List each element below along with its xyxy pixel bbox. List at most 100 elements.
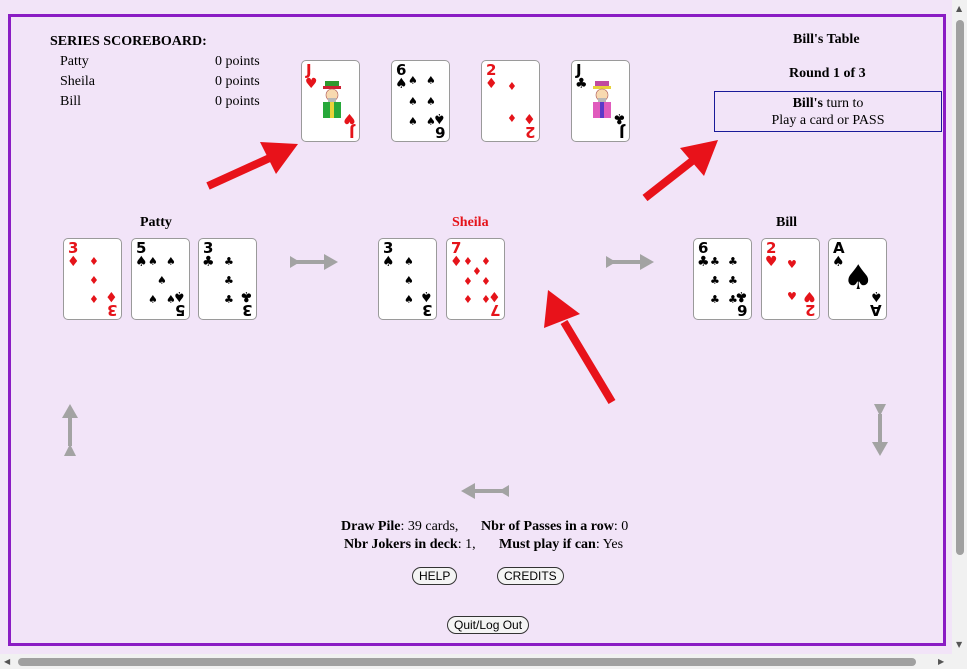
bill-card-2: 2 ♥ ♥ ♥ 2 ♥ [761,238,820,320]
club-icon: ♣ [728,293,738,306]
diamond-icon: ♦ [485,76,498,92]
card-rank-bottom: 6 [736,301,747,319]
club-icon: ♣ [224,293,234,306]
diamond-icon: ♦ [463,293,473,306]
heart-icon: ♥ [343,110,356,126]
card-rank: J [306,61,312,79]
club-icon: ♣ [697,254,710,270]
direction-arrow-up [62,404,78,456]
round-indicator: Round 1 of 3 [789,66,866,81]
played-card-1: J ♥ J ♥ [301,60,360,142]
card-rank-bottom: 3 [106,301,117,319]
quit-logout-button[interactable]: Quit/Log Out [447,616,530,634]
score-points-patty: 0 points [215,54,260,69]
card-rank: 2 [766,239,777,257]
score-name-sheila: Sheila [60,74,95,89]
must-play-status: Must play if can: Yes [499,537,623,553]
card-rank-bottom: 5 [174,301,185,319]
sheila-card-1[interactable]: 3 ♠ ♠ ♠ ♠ 3 ♠ [378,238,437,320]
spade-icon: ♠ [173,288,186,304]
card-rank-bottom: 3 [421,301,432,319]
card-rank: 3 [68,239,79,257]
spade-icon: ♠ [832,254,845,270]
must-play-value: : Yes [595,537,624,552]
diamond-icon: ♦ [463,255,473,268]
card-rank: 6 [698,239,709,257]
diamond-icon: ♦ [472,265,482,278]
vertical-scroll-thumb[interactable] [956,20,964,555]
spade-icon: ♠ [395,76,408,92]
jack-face-icon [593,81,611,118]
club-icon: ♣ [240,288,253,304]
patty-card-2: 5 ♠ ♠ ♠ ♠ ♠ ♠ 5 ♠ [131,238,190,320]
game-frame [8,14,946,646]
card-rank-bottom: J [619,123,625,141]
spade-icon: ♠ [870,288,883,304]
score-points-bill: 0 points [215,94,260,109]
draw-pile-status: Draw Pile: 39 cards, [341,519,458,535]
club-icon: ♣ [735,288,748,304]
help-button[interactable]: HELP [412,567,458,585]
heart-icon: ♥ [305,76,318,92]
club-icon: ♣ [224,274,234,287]
card-rank-bottom: 2 [524,123,535,141]
table-title: Bill's Table [793,32,860,47]
vertical-scrollbar[interactable]: ▲ ▼ [952,0,967,654]
heart-icon: ♥ [787,290,797,303]
club-icon: ♣ [728,255,738,268]
credits-button[interactable]: CREDITS [497,567,564,585]
spade-icon: ♠ [426,74,436,87]
score-points-sheila: 0 points [215,74,260,89]
heart-icon: ♥ [765,254,778,270]
scroll-right-icon[interactable]: ▶ [938,657,945,666]
pointer-arrow-sheila [544,290,616,405]
club-icon: ♣ [710,274,720,287]
spade-icon: ♠ [426,115,436,128]
club-icon: ♣ [710,255,720,268]
card-rank: 3 [203,239,214,257]
card-rank: A [833,239,845,257]
sheila-card-2[interactable]: 7 ♦ ♦ ♦ ♦ ♦ ♦ ♦ ♦ 7 ♦ [446,238,505,320]
diamond-icon: ♦ [488,288,501,304]
direction-arrow-left [461,483,509,499]
spade-icon: ♠ [148,293,158,306]
card-rank-bottom: J [349,123,355,141]
spade-icon: ♠ [408,74,418,87]
card-rank: J [576,61,582,79]
turn-status-box: Bill's turn to Play a card or PASS [714,91,942,132]
diamond-icon: ♦ [89,274,99,287]
bill-card-1: 6 ♣ ♣ ♣ ♣ ♣ ♣ ♣ 6 ♣ [693,238,752,320]
played-card-4: J ♣ J ♣ [571,60,630,142]
spade-icon: ♠ [408,95,418,108]
club-icon: ♣ [575,76,588,92]
card-rank-bottom: 2 [804,301,815,319]
card-rank: 7 [451,239,462,257]
spade-icon: ♠ [404,293,414,306]
scroll-left-icon[interactable]: ◀ [4,657,11,666]
passes-status: Nbr of Passes in a row: 0 [481,519,628,535]
horizontal-scroll-thumb[interactable] [18,658,916,666]
patty-card-3: 3 ♣ ♣ ♣ ♣ 3 ♣ [198,238,257,320]
turn-player-name: Bill's [792,96,823,111]
card-rank: 6 [396,61,407,79]
horizontal-scrollbar[interactable]: ◀ ▶ [0,654,967,669]
scroll-down-icon[interactable]: ▼ [956,640,963,649]
spade-icon: ♠ [148,255,158,268]
player-name-bill: Bill [776,215,798,230]
card-rank-bottom: 6 [434,123,445,141]
club-icon: ♣ [613,110,626,126]
scroll-up-icon[interactable]: ▲ [956,4,963,13]
card-rank: 3 [383,239,394,257]
jokers-label: Nbr Jokers in deck [344,537,458,552]
spade-icon: ♠ [166,293,176,306]
jack-face-icon [323,81,341,118]
diamond-icon: ♦ [67,254,80,270]
patty-card-1: 3 ♦ ♦ ♦ ♦ 3 ♦ [63,238,122,320]
spade-icon: ♠ [404,274,414,287]
spade-icon: ♠ [157,274,167,287]
jokers-status: Nbr Jokers in deck: 1, [344,537,476,553]
spade-icon: ♠ [135,254,148,270]
must-play-label: Must play if can [499,537,596,552]
heart-icon: ♥ [787,258,797,271]
direction-arrow-right-1 [290,254,338,270]
